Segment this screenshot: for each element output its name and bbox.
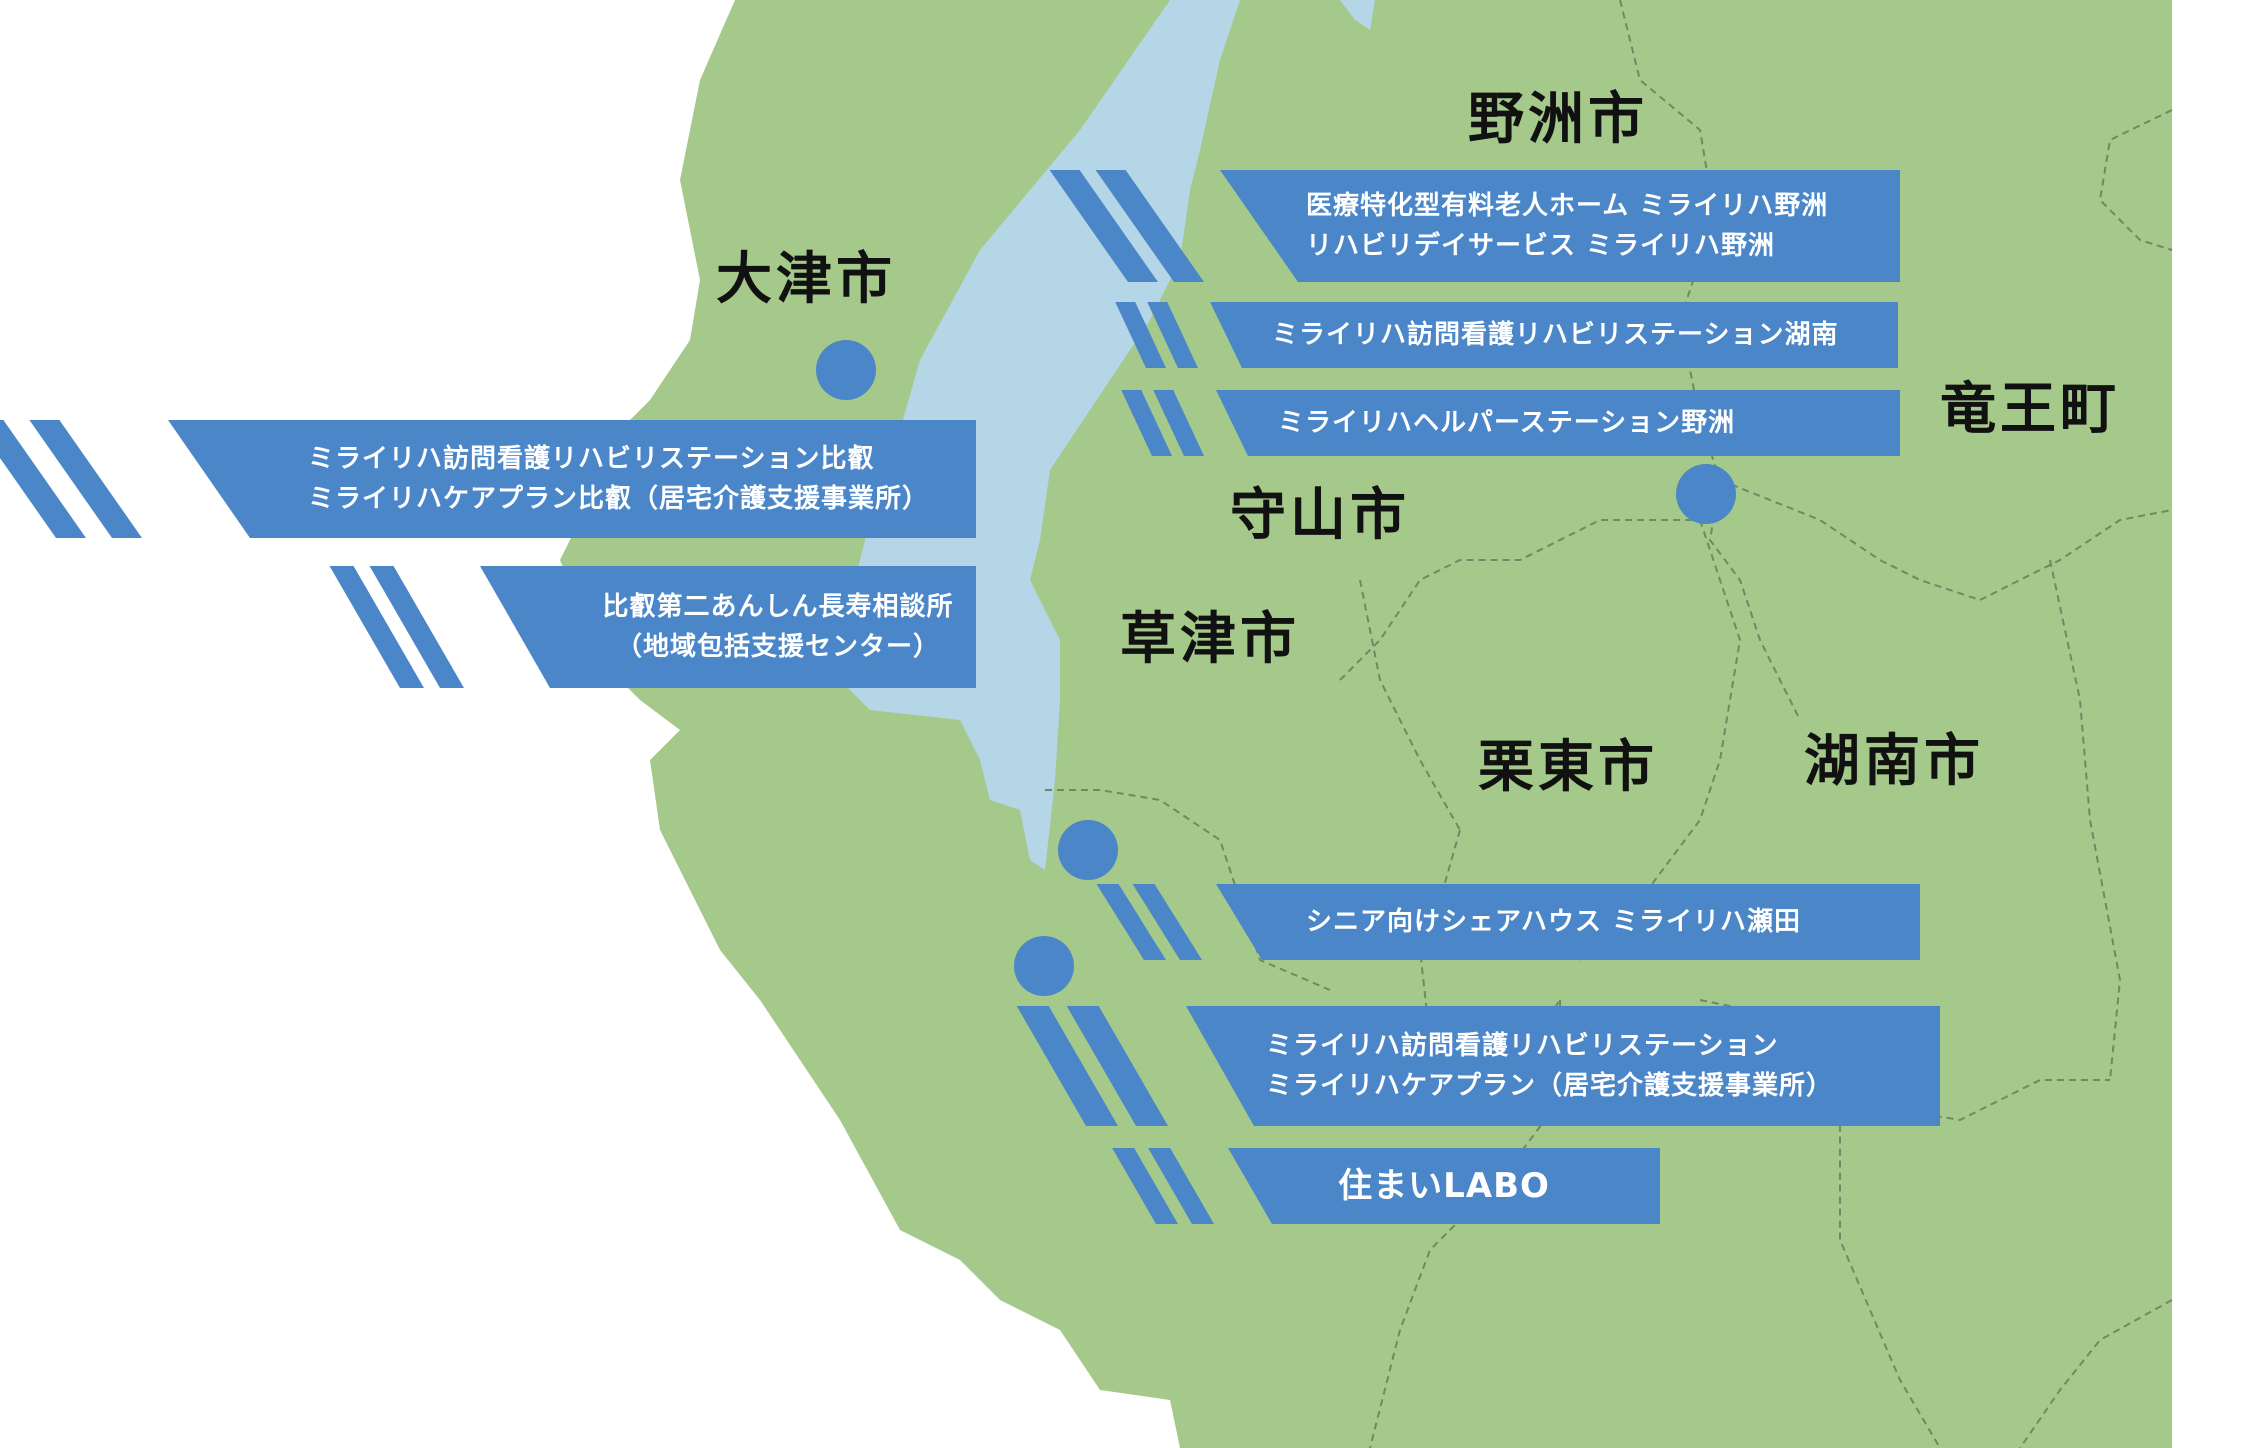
facility-name: 医療特化型有料老人ホーム ミライリハ野洲 xyxy=(1306,190,1829,221)
facility-banner-main-group[interactable]: ミライリハ訪問看護リハビリステーション ミライリハケアプラン（居宅介護支援事業所… xyxy=(1016,1006,1940,1126)
location-marker-otsu[interactable] xyxy=(816,340,876,400)
facility-name: ミライリハ訪問看護リハビリステーション湖南 xyxy=(1272,319,1839,350)
city-label-ryuo: 竜王町 xyxy=(1940,377,2120,442)
facility-name: ミライリハ訪問看護リハビリステーション xyxy=(1266,1030,1779,1061)
facility-banner-labo[interactable]: 住まいLABO xyxy=(1112,1148,1660,1224)
location-marker-yasu[interactable] xyxy=(1676,464,1736,524)
facility-name: 比叡第二あんしん長寿相談所 xyxy=(602,591,954,622)
facility-name: ミライリハ訪問看護リハビリステーション比叡 xyxy=(308,443,875,474)
city-label-konan: 湖南市 xyxy=(1804,729,1984,794)
facility-banner-hiei-center[interactable]: 比叡第二あんしん長寿相談所 （地域包括支援センター） xyxy=(329,566,976,688)
facility-banner-konan-visit[interactable]: ミライリハ訪問看護リハビリステーション湖南 xyxy=(1115,302,1898,368)
lake-area-top xyxy=(1340,0,1375,30)
facility-name: ミライリハケアプラン（居宅介護支援事業所） xyxy=(1266,1071,1834,1101)
facility-name: ミライリハケアプラン比叡（居宅介護支援事業所） xyxy=(308,484,930,514)
facility-name: リハビリデイサービス ミライリハ野洲 xyxy=(1306,231,1776,261)
location-marker-south[interactable] xyxy=(1014,936,1074,996)
location-marker-seta[interactable] xyxy=(1058,820,1118,880)
city-label-moriyama: 守山市 xyxy=(1230,483,1410,548)
facility-name: 住まいLABO xyxy=(1338,1165,1550,1206)
facility-banner-hiei-group[interactable]: ミライリハ訪問看護リハビリステーション比叡 ミライリハケアプラン比叡（居宅介護支… xyxy=(0,420,976,538)
city-label-otsu: 大津市 xyxy=(716,247,896,312)
city-label-ritto: 栗東市 xyxy=(1478,735,1658,800)
city-label-kusatsu: 草津市 xyxy=(1120,607,1300,672)
city-label-yasu: 野洲市 xyxy=(1468,87,1648,152)
facility-name: ミライリハヘルパーステーション野洲 xyxy=(1278,407,1736,438)
facility-banner-yasu-group[interactable]: 医療特化型有料老人ホーム ミライリハ野洲 リハビリデイサービス ミライリハ野洲 xyxy=(1049,170,1900,282)
facility-banner-seta-share[interactable]: シニア向けシェアハウス ミライリハ瀬田 xyxy=(1096,884,1920,960)
facility-name: シニア向けシェアハウス ミライリハ瀬田 xyxy=(1306,906,1802,937)
facility-banner-yasu-helper[interactable]: ミライリハヘルパーステーション野洲 xyxy=(1121,390,1900,456)
facility-name: （地域包括支援センター） xyxy=(615,632,940,662)
